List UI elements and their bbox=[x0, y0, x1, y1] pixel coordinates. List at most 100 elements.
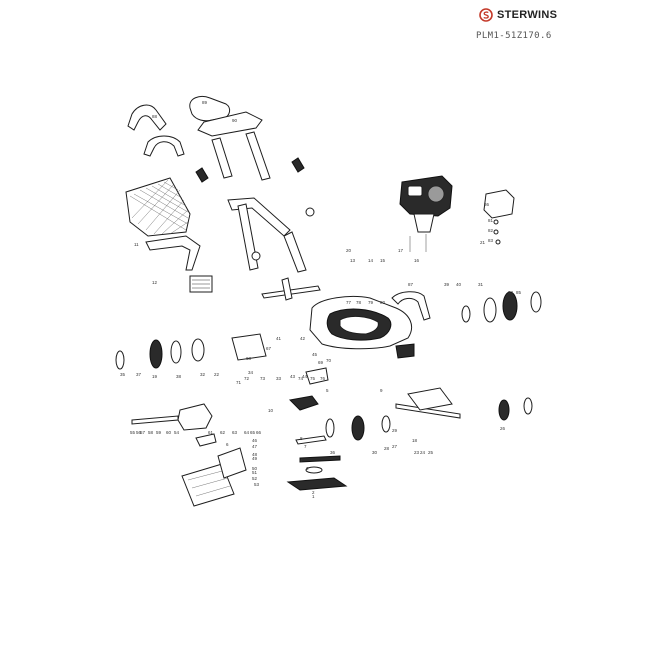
part-callout-67: 67 bbox=[266, 346, 272, 351]
part-callout-11: 11 bbox=[134, 242, 139, 247]
part-callout-37: 37 bbox=[136, 372, 142, 377]
part-callout-15: 15 bbox=[380, 258, 386, 263]
wheel-front-right bbox=[498, 397, 533, 421]
sterwins-logo-icon bbox=[479, 8, 493, 22]
part-callout-68: 68 bbox=[246, 356, 252, 361]
part-callout-84: 84 bbox=[508, 290, 514, 295]
part-callout-7: 7 bbox=[304, 444, 307, 449]
part-callout-54: 54 bbox=[174, 430, 180, 435]
wheel-front-left bbox=[115, 338, 205, 370]
front-axle bbox=[395, 387, 461, 419]
part-callout-18: 18 bbox=[412, 438, 418, 443]
cable-clip-lower bbox=[143, 135, 185, 157]
height-lever-bar bbox=[261, 277, 321, 301]
part-callout-75: 75 bbox=[310, 376, 316, 381]
part-callout-9: 9 bbox=[380, 388, 383, 393]
part-callout-24: 24 bbox=[420, 450, 426, 455]
rear-flap bbox=[181, 463, 235, 507]
air-filter-box bbox=[483, 189, 515, 245]
bag-frame bbox=[145, 235, 201, 271]
part-callout-34: 34 bbox=[248, 370, 254, 375]
part-callout-1: 1 bbox=[312, 494, 315, 499]
part-callout-80: 80 bbox=[380, 300, 386, 305]
part-callout-53: 53 bbox=[254, 482, 260, 487]
part-callout-57: 57 bbox=[140, 430, 146, 435]
part-callout-89: 89 bbox=[202, 100, 208, 105]
wheel-rear-right bbox=[461, 291, 542, 323]
part-callout-12: 12 bbox=[152, 280, 158, 285]
part-callout-63: 63 bbox=[232, 430, 238, 435]
part-callout-40: 40 bbox=[456, 282, 462, 287]
part-callout-73: 73 bbox=[260, 376, 266, 381]
part-callout-33: 33 bbox=[276, 376, 282, 381]
part-callout-81: 81 bbox=[488, 218, 494, 223]
part-callout-76: 76 bbox=[320, 376, 326, 381]
part-callout-51: 51 bbox=[252, 470, 258, 475]
part-callout-47: 47 bbox=[252, 444, 258, 449]
part-callout-56: 56 bbox=[136, 430, 142, 435]
part-callout-49: 49 bbox=[252, 456, 258, 461]
part-callout-3: 3 bbox=[306, 466, 309, 471]
part-callout-55: 55 bbox=[130, 430, 136, 435]
mulching-plug bbox=[189, 275, 213, 293]
part-callout-60: 60 bbox=[166, 430, 172, 435]
part-callout-26: 26 bbox=[500, 426, 506, 431]
part-callout-65: 65 bbox=[250, 430, 256, 435]
part-callout-64: 64 bbox=[244, 430, 250, 435]
part-callout-25: 25 bbox=[428, 450, 434, 455]
part-callout-22: 22 bbox=[214, 372, 220, 377]
part-callout-62: 62 bbox=[220, 430, 226, 435]
front-cover bbox=[231, 333, 415, 361]
part-callout-61: 61 bbox=[208, 430, 214, 435]
part-callout-45: 45 bbox=[312, 352, 318, 357]
part-callout-42: 42 bbox=[300, 336, 306, 341]
part-callout-16: 16 bbox=[414, 258, 420, 263]
part-callout-28: 28 bbox=[384, 446, 390, 451]
part-callout-79: 79 bbox=[368, 300, 374, 305]
part-callout-69: 69 bbox=[318, 360, 324, 365]
part-callout-10: 10 bbox=[268, 408, 274, 413]
model-code: PLM1-51Z170.6 bbox=[476, 31, 552, 41]
part-callout-46: 46 bbox=[252, 438, 258, 443]
part-callout-66: 66 bbox=[256, 430, 262, 435]
part-callout-4: 4 bbox=[300, 458, 303, 463]
part-callout-21: 21 bbox=[480, 240, 486, 245]
part-callout-77: 77 bbox=[346, 300, 352, 305]
rear-axle bbox=[391, 291, 431, 321]
part-callout-39: 39 bbox=[444, 282, 450, 287]
cable-clip-upper bbox=[127, 104, 167, 131]
part-callout-36: 36 bbox=[330, 450, 336, 455]
part-callout-88: 88 bbox=[152, 114, 158, 119]
part-callout-32: 32 bbox=[200, 372, 206, 377]
part-callout-78: 78 bbox=[356, 300, 362, 305]
part-callout-87: 87 bbox=[408, 282, 414, 287]
blade-assembly bbox=[286, 435, 348, 491]
mower-deck bbox=[309, 295, 412, 350]
part-callout-8: 8 bbox=[300, 436, 303, 441]
part-callout-85: 85 bbox=[516, 290, 522, 295]
part-callout-83: 83 bbox=[488, 238, 494, 243]
engine bbox=[399, 175, 453, 252]
part-callout-72: 72 bbox=[244, 376, 250, 381]
part-callout-29: 29 bbox=[392, 428, 398, 433]
part-callout-35: 35 bbox=[120, 372, 126, 377]
upper-handle bbox=[189, 95, 271, 181]
part-callout-20: 20 bbox=[346, 248, 352, 253]
gearbox bbox=[131, 367, 329, 431]
part-callout-50: 50 bbox=[252, 466, 258, 471]
part-callout-41: 41 bbox=[276, 336, 282, 341]
lower-handle bbox=[227, 197, 307, 273]
part-callout-59: 59 bbox=[156, 430, 162, 435]
part-callout-23: 23 bbox=[414, 450, 420, 455]
part-callout-86: 86 bbox=[484, 202, 490, 207]
part-callout-5: 5 bbox=[326, 388, 329, 393]
part-callout-17: 17 bbox=[398, 248, 404, 253]
part-callout-6: 6 bbox=[226, 442, 229, 447]
part-callout-48: 48 bbox=[252, 452, 258, 457]
part-callout-27: 27 bbox=[392, 444, 398, 449]
part-callout-43: 43 bbox=[290, 374, 296, 379]
part-callout-70: 70 bbox=[326, 358, 332, 363]
part-callout-74: 74 bbox=[298, 376, 304, 381]
side-discharge bbox=[195, 433, 247, 479]
